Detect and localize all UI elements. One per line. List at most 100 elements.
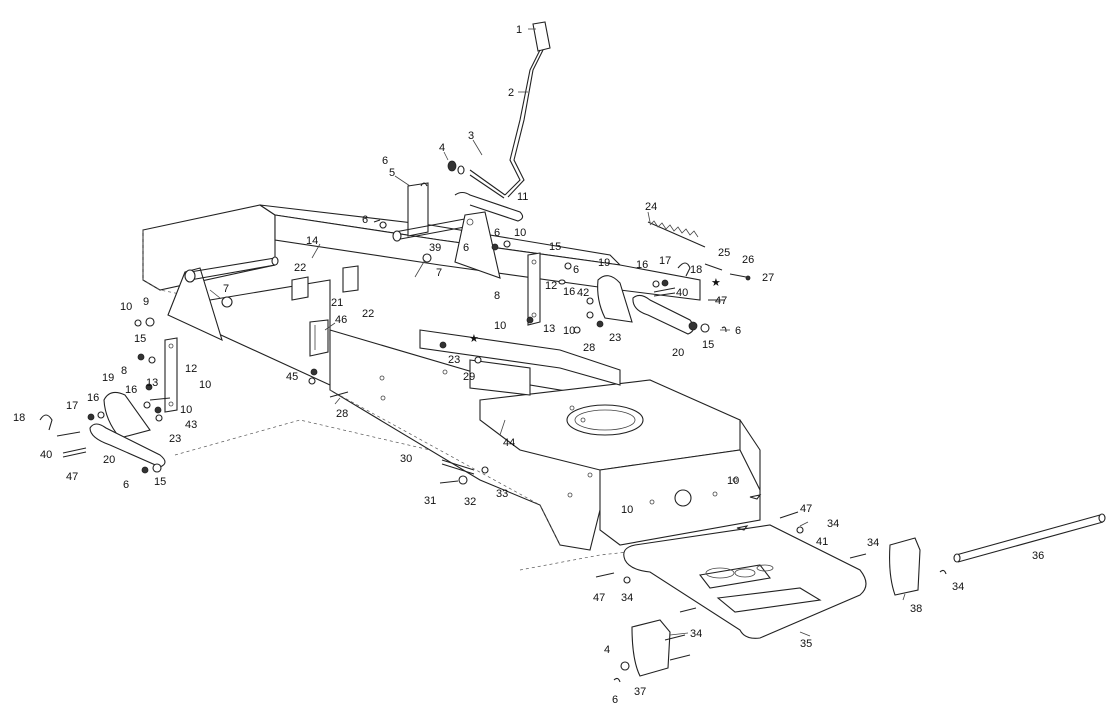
callout-label: 6: [612, 694, 618, 706]
callout-label: 34: [690, 628, 702, 640]
callout-label: 10: [514, 227, 526, 239]
callout-label: 15: [549, 241, 561, 253]
callout-label: 34: [621, 592, 633, 604]
callout-label: 20: [672, 347, 684, 359]
callout-label: 18: [690, 264, 702, 276]
main-frame: [142, 204, 761, 571]
callout-label: 12: [185, 363, 197, 375]
callout-label: 6: [362, 214, 368, 226]
left-lower-assembly: [39, 317, 178, 474]
callout-label: 45: [286, 371, 298, 383]
callout-label: 20: [103, 454, 115, 466]
lift-lever: [373, 21, 551, 279]
callout-label: 41: [816, 536, 828, 548]
callout-label: 39: [429, 242, 441, 254]
callout-label: 16: [636, 259, 648, 271]
callout-label: 12: [545, 280, 557, 292]
callout-label: 23: [448, 354, 460, 366]
callout-label: 4: [439, 142, 445, 154]
callout-label: 37: [634, 686, 646, 698]
callout-label: 28: [336, 408, 348, 420]
callout-label: 15: [154, 476, 166, 488]
callout-label: 5: [389, 167, 395, 179]
callout-label: 23: [169, 433, 181, 445]
callout-label: 47: [593, 592, 605, 604]
callout-label: 11: [517, 191, 528, 203]
callout-label: 47: [800, 503, 812, 515]
callout-label: 16: [87, 392, 99, 404]
callout-label: 13: [543, 323, 555, 335]
callout-label: 28: [583, 342, 595, 354]
callout-label: 6: [573, 264, 579, 276]
callout-label: 16: [563, 286, 575, 298]
callout-label: 6: [735, 325, 741, 337]
callout-label: 26: [742, 254, 754, 266]
callout-label: 42: [577, 287, 589, 299]
callout-label: 8: [494, 290, 500, 302]
leader-lines: [209, 28, 906, 637]
callout-label: 25: [718, 247, 730, 259]
callout-label: 10: [621, 504, 633, 516]
left-lift-assembly: [167, 256, 359, 398]
callout-label: 22: [362, 308, 374, 320]
callout-label: 38: [910, 603, 922, 615]
callout-label: 7: [223, 283, 229, 295]
callout-label: 24: [645, 201, 657, 213]
callout-label: 21: [331, 297, 343, 309]
callout-label: 10: [120, 301, 132, 313]
markers: ★ ★: [469, 277, 721, 345]
callout-label: 35: [800, 638, 812, 650]
star-marker: ★: [469, 333, 479, 345]
callout-label: 14: [306, 235, 318, 247]
callout-label: 9: [143, 296, 149, 308]
callout-label: 40: [676, 287, 688, 299]
callout-label: 6: [463, 242, 469, 254]
callout-label: 32: [464, 496, 476, 508]
callout-label: 18: [13, 412, 25, 424]
callout-label: 29: [463, 371, 475, 383]
star-marker: ★: [711, 277, 721, 289]
callout-label: 10: [199, 379, 211, 391]
callout-label: 47: [66, 471, 78, 483]
callout-label: 7: [436, 267, 442, 279]
callout-label: 10: [180, 404, 192, 416]
callout-label: 10: [494, 320, 506, 332]
callout-label: 4: [604, 644, 610, 656]
callout-label: 10: [563, 325, 575, 337]
callout-label: 6: [123, 479, 129, 491]
callout-label: 47: [715, 295, 727, 307]
callout-label: 36: [1032, 550, 1044, 562]
callout-label: 15: [702, 339, 714, 351]
callout-label: 44: [503, 437, 515, 449]
callout-label: 46: [335, 314, 347, 326]
callout-label: 34: [952, 581, 964, 593]
callouts: 1 2 3 4 5 6 6 11 6 7 39 6 9 10 24 14 22 …: [13, 24, 1044, 706]
callout-label: 6: [494, 227, 500, 239]
callout-label: 31: [424, 495, 436, 507]
callout-label: 17: [66, 400, 78, 412]
callout-label: 1: [516, 24, 522, 36]
callout-label: 15: [134, 333, 146, 345]
middle-hardware: [439, 341, 489, 485]
callout-label: 34: [827, 518, 839, 530]
callout-label: 16: [125, 384, 137, 396]
callout-label: 8: [121, 365, 127, 377]
callout-label: 10: [727, 475, 739, 487]
callout-label: 40: [40, 449, 52, 461]
callout-label: 34: [867, 537, 879, 549]
callout-label: 19: [598, 257, 610, 269]
callout-label: 27: [762, 272, 774, 284]
callout-label: 3: [468, 130, 474, 142]
callout-label: 17: [659, 255, 671, 267]
callout-label: 33: [496, 488, 508, 500]
callout-label: 13: [146, 377, 158, 389]
callout-label: 23: [609, 332, 621, 344]
callout-label: 19: [102, 372, 114, 384]
callout-label: 6: [382, 155, 388, 167]
rear-hitch: [595, 494, 1106, 683]
callout-label: 30: [400, 453, 412, 465]
callout-label: 43: [185, 419, 197, 431]
callout-label: 2: [508, 87, 514, 99]
right-lift-assembly: [526, 220, 751, 335]
